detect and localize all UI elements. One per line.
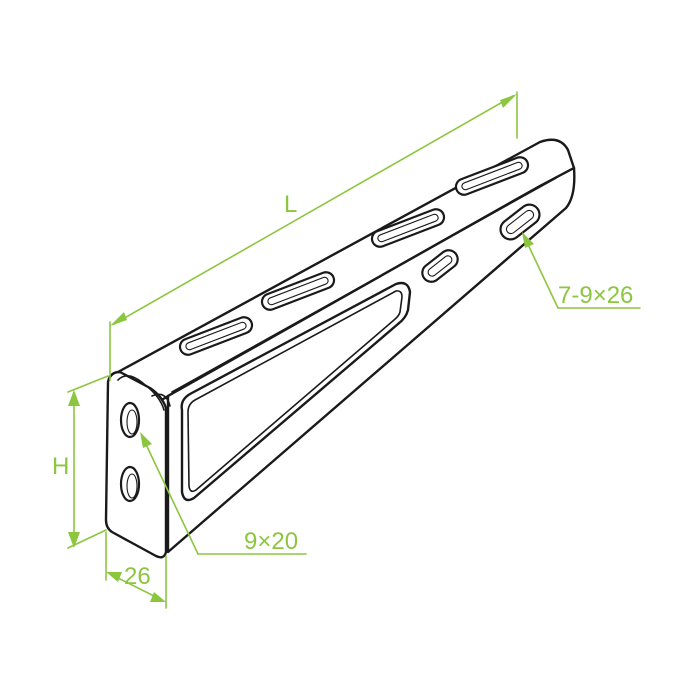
side-web: [166, 166, 576, 554]
width-label: 26: [124, 563, 151, 590]
width-dimension: [105, 531, 167, 609]
end-slot-lower: [119, 465, 141, 503]
cantilever-bracket: [104, 138, 576, 559]
length-label: L: [284, 191, 297, 218]
end-slot-upper: [119, 401, 141, 439]
height-label: H: [52, 453, 69, 480]
web-cutout: [180, 281, 412, 502]
web-top-edge: [171, 177, 557, 393]
end-slot-upper-inner: [126, 409, 138, 435]
end-slot-label: 9×20: [244, 528, 298, 555]
web-slot-1: [421, 249, 459, 283]
end-bend-outer: [151, 393, 171, 407]
side-slot-label: 7-9×26: [558, 282, 633, 309]
height-dimension: [67, 375, 109, 549]
web-cutout-inner: [187, 290, 403, 493]
end-slot-leader: [140, 432, 307, 555]
web-slot-2: [499, 203, 541, 241]
flange-slot-4: [454, 156, 530, 196]
end-plate: [104, 370, 168, 559]
side-slot-leader: [522, 232, 641, 309]
flange-slot-2: [260, 271, 336, 311]
flange-slot-3: [370, 208, 446, 248]
length-dimension: [109, 91, 518, 381]
end-slot-lower-inner: [126, 473, 138, 499]
dimension-lines: L H 26 9×20 7-9×26: [52, 91, 641, 609]
flange-slots: [178, 156, 530, 356]
end-bend: [117, 375, 165, 411]
flange-slot-1: [178, 316, 254, 356]
